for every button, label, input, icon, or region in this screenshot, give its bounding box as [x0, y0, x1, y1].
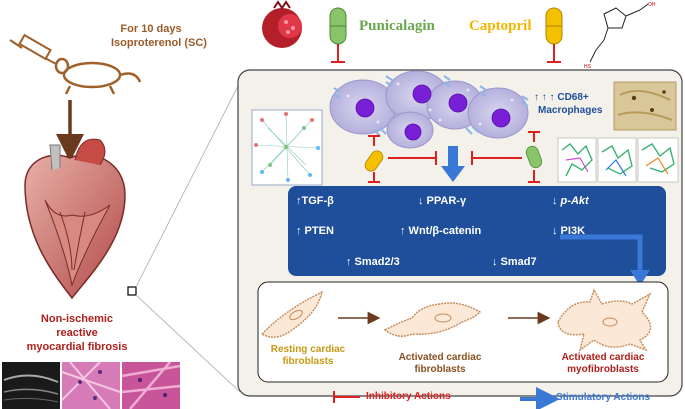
pathway-tgf-b: ↑TGF-β	[296, 195, 334, 207]
punicalagin-pill-small-icon	[525, 145, 543, 169]
pathway-pten: ↑ PTEN	[296, 225, 334, 237]
macrophage-cluster	[329, 70, 529, 149]
treatment-drug: Isoproterenol (SC)	[111, 37, 207, 49]
thiol-label: HS	[584, 64, 592, 70]
treatment-label: For 10 days Isoproterenol (SC)	[111, 22, 207, 50]
stimulate-myofibroblast-arrow	[560, 234, 650, 286]
zoom-line-bottom	[135, 294, 241, 393]
condition-line-1: Non-ischemic	[40, 313, 114, 325]
captopril-pill-icon	[545, 7, 563, 45]
heart-illustration	[24, 138, 126, 300]
condition-line-2: reactive	[56, 327, 98, 339]
macrophage-name: Macrophages	[538, 105, 603, 116]
tissue-highlight-box	[127, 286, 137, 296]
captopril-structure-icon	[589, 3, 649, 63]
punicalagin-label: Punicalagin	[359, 18, 435, 34]
activated-fibroblast-cell	[383, 302, 482, 337]
myofibroblast-label: Activated cardiac myofibroblasts	[548, 352, 658, 376]
pathway-ppar-g: ↓ PPAR-γ	[418, 195, 467, 207]
hydroxyl-label: OH	[648, 2, 656, 8]
resting-fibroblast-line-2: fibroblasts	[282, 356, 334, 367]
activated-fibroblast-label: Activated cardiac fibroblasts	[390, 352, 490, 376]
syringe-icon	[9, 33, 57, 65]
cd68-ihc-image	[613, 81, 677, 131]
legend-stimulatory-label: Stimulatory Actions	[556, 392, 651, 403]
network-thumbnail	[251, 109, 323, 186]
myofibroblast-cell	[557, 288, 652, 352]
signaling-pathway-box	[288, 186, 666, 276]
docking-image-1	[557, 137, 597, 183]
stimulate-macrophage-arrow	[441, 146, 465, 182]
activated-fibroblast-line-1: Activated cardiac	[398, 352, 482, 363]
legend-inhibitory-label: Inhibitory Actions	[366, 391, 451, 402]
resting-fibroblast-label: Resting cardiac fibroblasts	[263, 344, 353, 368]
docking-image-3	[637, 137, 679, 183]
macrophage-arrows: ↑ ↑ ↑	[534, 92, 555, 103]
pathway-p-akt: ↓ p-Akt	[552, 195, 589, 207]
pathway-smad7: ↓ Smad7	[492, 256, 537, 268]
captopril-label: Captopril	[469, 18, 532, 34]
activated-fibroblast-line-2: fibroblasts	[414, 364, 466, 375]
myofibroblast-line-2: myofibroblasts	[567, 364, 639, 375]
condition-line-3: myocardial fibrosis	[26, 341, 128, 353]
resting-fibroblast-line-1: Resting cardiac	[270, 344, 346, 355]
histology-image-1	[61, 361, 121, 409]
echocardiography-image	[2, 362, 60, 409]
pathway-pi3k: ↓ PI3K	[552, 225, 586, 237]
pathway-smad23: ↑ Smad2/3	[346, 256, 400, 268]
captopril-pill-small-icon	[364, 150, 384, 172]
fibroblast-box	[257, 281, 669, 383]
macrophage-label: ↑ ↑ ↑ CD68+ Macrophages	[534, 91, 602, 117]
treatment-duration: For 10 days	[120, 23, 182, 35]
docking-image-2	[597, 137, 637, 183]
macrophage-marker: CD68+	[557, 92, 589, 103]
histology-image-2	[121, 361, 181, 409]
myofibroblast-line-1: Activated cardiac	[561, 352, 645, 363]
resting-fibroblast-cell	[260, 290, 323, 338]
zoom-line-top	[135, 81, 241, 288]
condition-label: Non-ischemic reactive myocardial fibrosi…	[12, 312, 142, 354]
pathway-wnt: ↑ Wnt/β-catenin	[400, 225, 482, 237]
mouse-icon	[54, 57, 142, 95]
punicalagin-pill-icon	[329, 7, 347, 45]
pomegranate-icon	[262, 0, 302, 48]
